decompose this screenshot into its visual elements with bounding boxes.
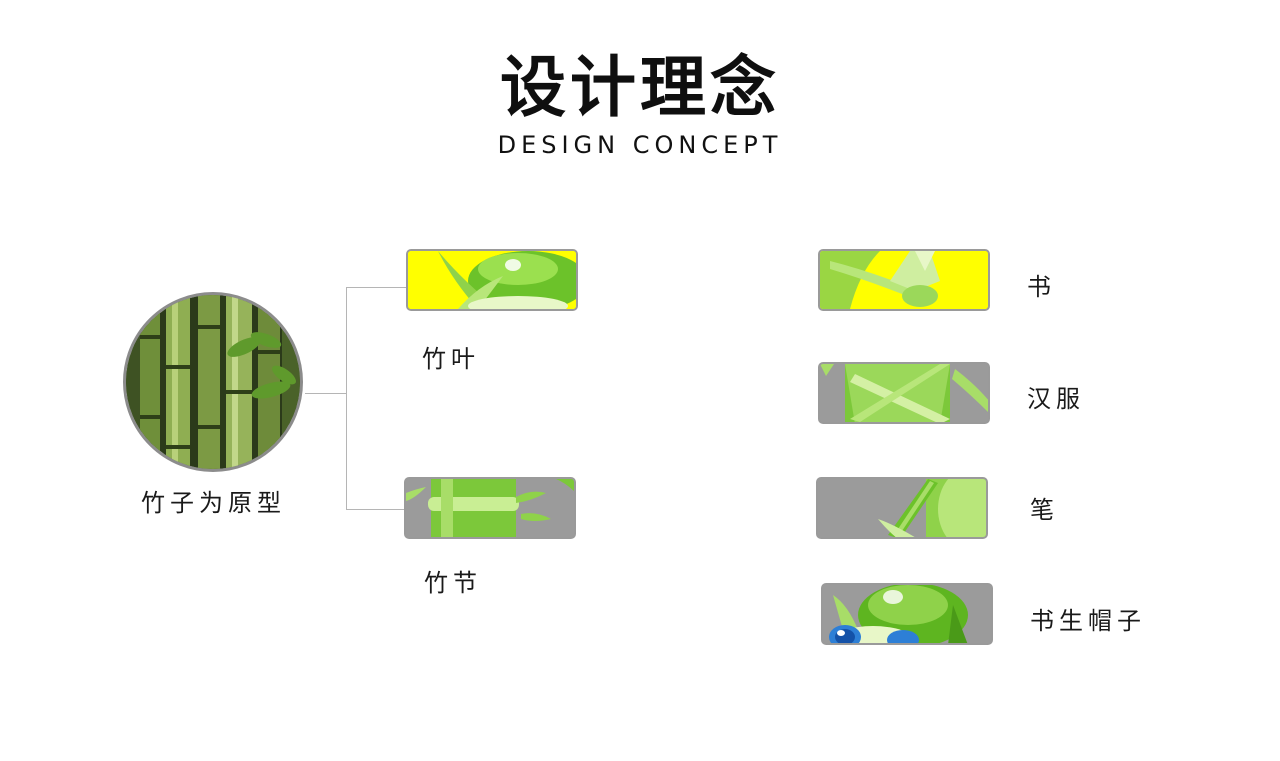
book-label: 书 bbox=[1027, 273, 1056, 301]
node-thumbnail bbox=[404, 477, 576, 539]
hanfu-label: 汉服 bbox=[1027, 385, 1085, 413]
leaf-label: 竹叶 bbox=[422, 345, 480, 373]
hat-detail-image bbox=[823, 585, 991, 643]
bamboo-photo-circle bbox=[123, 292, 303, 472]
book-thumbnail bbox=[818, 249, 990, 311]
book-detail-image bbox=[820, 251, 988, 309]
brush-detail-image bbox=[818, 479, 986, 537]
leaf-thumbnail bbox=[406, 249, 578, 311]
page-subtitle: DESIGN CONCEPT bbox=[497, 131, 783, 159]
connector-horizontal-origin bbox=[305, 393, 346, 394]
connector-to-leaf bbox=[346, 287, 406, 288]
page-title: 设计理念 bbox=[500, 49, 780, 126]
hat-label: 书生帽子 bbox=[1030, 607, 1146, 635]
leaf-detail-image bbox=[408, 251, 576, 309]
connector-to-node bbox=[346, 509, 406, 510]
bamboo-photo-image bbox=[126, 295, 300, 469]
hanfu-thumbnail bbox=[818, 362, 990, 424]
connector-vertical bbox=[346, 287, 347, 509]
node-detail-image bbox=[406, 479, 574, 537]
brush-thumbnail bbox=[816, 477, 988, 539]
hat-thumbnail bbox=[821, 583, 993, 645]
hanfu-detail-image bbox=[820, 364, 988, 422]
origin-label: 竹子为原型 bbox=[141, 489, 286, 517]
brush-label: 笔 bbox=[1030, 496, 1059, 524]
node-label: 竹节 bbox=[424, 569, 482, 597]
